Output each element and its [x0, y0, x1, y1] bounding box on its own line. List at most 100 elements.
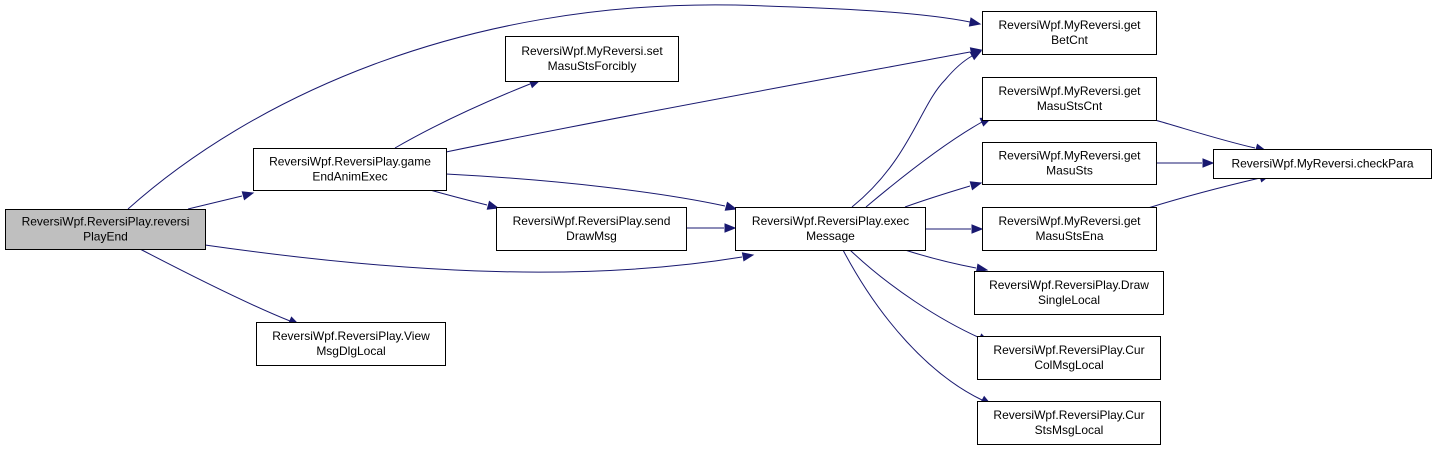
edge-arrowhead — [969, 50, 983, 61]
node-box — [5, 209, 206, 250]
node-label-line: ReversiWpf.ReversiPlay.send — [513, 214, 671, 228]
node-label-line: ReversiWpf.ReversiPlay.reversi — [22, 215, 190, 229]
edge-line — [904, 185, 971, 208]
node-label-line: ReversiWpf.MyReversi.get — [998, 214, 1141, 228]
node-box — [974, 271, 1164, 315]
node-box — [735, 207, 926, 251]
edge-line — [187, 195, 243, 210]
node-label-line: ReversiWpf.ReversiPlay.Cur — [993, 408, 1144, 422]
edge-reversiPlayEnd-to-execMessage — [204, 244, 755, 273]
node-label-line: PlayEnd — [83, 230, 128, 244]
node-label-line: EndAnimExec — [312, 170, 387, 184]
node-label-line: ReversiWpf.ReversiPlay.Cur — [993, 343, 1144, 357]
edge-arrowhead — [724, 223, 737, 233]
edge-reversiPlayEnd-to-viewMsgDlgLocal — [139, 248, 301, 326]
node-label-line: ReversiWpf.MyReversi.get — [998, 18, 1141, 32]
edge-line — [851, 55, 973, 208]
node-box — [982, 142, 1157, 185]
node-label-line: MasuSts — [1046, 164, 1093, 178]
node-label-line: MasuStsCnt — [1037, 99, 1103, 113]
edge-gameEndAnimExec-to-execMessage — [445, 173, 738, 211]
node-label-line: BetCnt — [1051, 33, 1088, 47]
node-checkPara[interactable]: ReversiWpf.MyReversi.checkPara — [1213, 149, 1432, 179]
edge-arrowhead — [1202, 158, 1215, 168]
edge-sendDrawMsg-to-execMessage — [686, 223, 737, 233]
node-label-line: ColMsgLocal — [1034, 358, 1103, 372]
edge-reversiPlayEnd-to-gameEndAnimExec — [187, 191, 255, 210]
node-label-line: MasuStsForcibly — [548, 59, 637, 73]
edge-line — [204, 244, 743, 273]
node-box — [253, 148, 447, 191]
node-label-line: SingleLocal — [1038, 293, 1100, 307]
edge-line — [139, 248, 291, 322]
node-label-line: ReversiWpf.ReversiPlay.exec — [752, 214, 909, 228]
edge-arrowhead — [975, 263, 989, 273]
edge-line — [849, 249, 981, 339]
edge-getMasuStsCnt-to-checkPara — [1154, 119, 1268, 153]
edge-line — [429, 189, 488, 206]
node-label-line: MsgDlgLocal — [316, 344, 385, 358]
node-label-line: Message — [806, 229, 855, 243]
edge-line — [394, 83, 531, 149]
edge-line — [1154, 119, 1256, 149]
node-box — [256, 322, 446, 366]
edge-line — [1147, 177, 1261, 209]
node-label-line: StsMsgLocal — [1035, 423, 1104, 437]
node-label-line: ReversiWpf.MyReversi.checkPara — [1231, 157, 1413, 171]
edge-arrowhead — [241, 191, 255, 201]
node-label-line: ReversiWpf.MyReversi.set — [521, 44, 663, 58]
node-box — [977, 401, 1161, 445]
node-label-line: ReversiWpf.ReversiPlay.game — [269, 155, 431, 169]
edge-arrowhead — [724, 201, 738, 211]
edge-getMasuStsEna-to-checkPara — [1147, 173, 1272, 209]
node-box — [982, 11, 1157, 55]
node-layer: ReversiWpf.ReversiPlay.reversiPlayEndRev… — [5, 11, 1432, 445]
edge-arrowhead — [968, 17, 982, 27]
edge-execMessage-to-curStsMsgLocal — [842, 249, 993, 406]
edge-execMessage-to-getBetCnt — [851, 50, 983, 208]
node-box — [977, 336, 1161, 380]
edge-line — [865, 121, 983, 208]
node-label-line: MasuStsEna — [1035, 229, 1103, 243]
node-label-line: ReversiWpf.MyReversi.get — [998, 149, 1141, 163]
edge-line — [445, 51, 971, 153]
edge-line — [445, 173, 726, 207]
edge-arrowhead — [486, 200, 500, 210]
node-box — [982, 207, 1157, 251]
edge-gameEndAnimExec-to-sendDrawMsg — [429, 189, 500, 210]
edge-execMessage-to-getMasuStsEna — [925, 224, 984, 234]
edge-line — [904, 249, 977, 269]
edge-arrowhead — [969, 181, 983, 191]
node-label-line: ReversiWpf.MyReversi.get — [998, 84, 1141, 98]
edge-reversiPlayEnd-to-getBetCnt — [127, 4, 982, 210]
edge-execMessage-to-getMasuSts — [904, 181, 983, 208]
edge-arrowhead — [971, 224, 984, 234]
edge-arrowhead — [741, 252, 755, 262]
node-box — [982, 77, 1157, 121]
node-box — [496, 207, 687, 251]
edge-line — [842, 249, 983, 401]
node-box — [505, 36, 679, 82]
node-label-line: ReversiWpf.ReversiPlay.Draw — [989, 278, 1149, 292]
edge-execMessage-to-getMasuStsCnt — [865, 117, 993, 208]
node-label-line: DrawMsg — [566, 229, 617, 243]
node-box — [1213, 149, 1432, 179]
node-label-line: ReversiWpf.ReversiPlay.View — [272, 329, 430, 343]
edge-execMessage-to-drawSingleLocal — [904, 249, 989, 273]
edge-getMasuSts-to-checkPara — [1156, 158, 1215, 168]
edge-line — [127, 4, 971, 210]
